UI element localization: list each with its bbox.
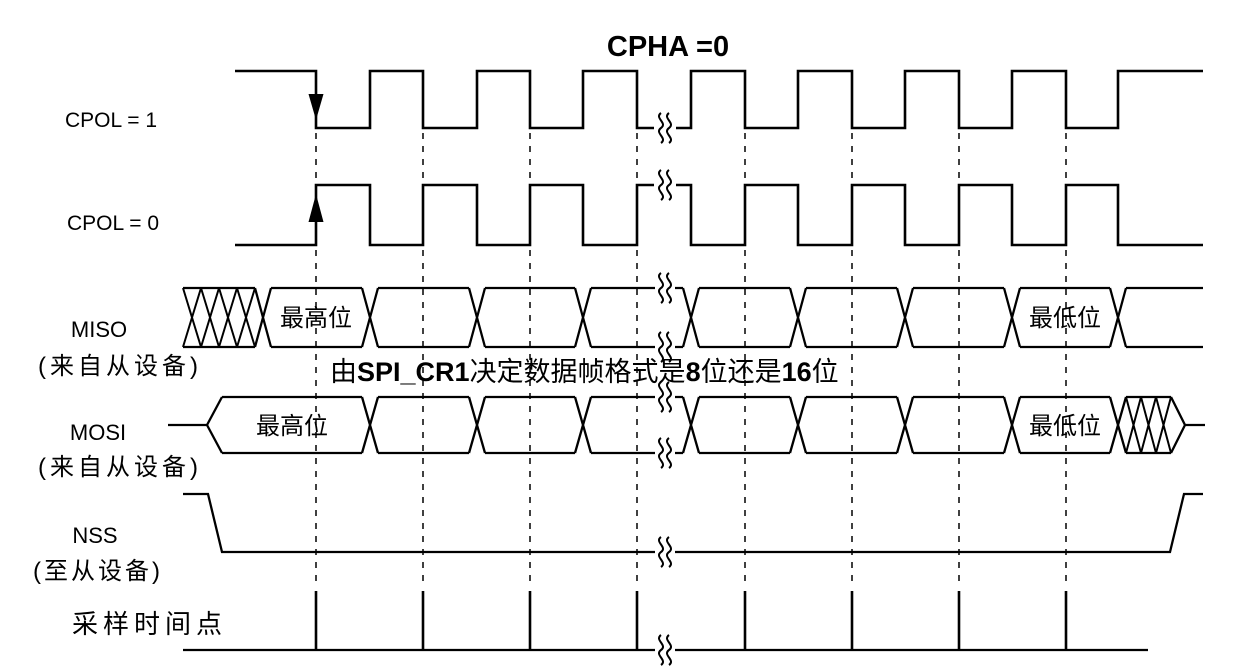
break-mark-icon (658, 437, 664, 469)
mosi-end-converge (1169, 396, 1205, 454)
cpol0-clock (235, 183, 1203, 247)
nss-label: NSS (72, 523, 117, 548)
up-arrow-icon (308, 194, 324, 222)
break-mark-icon (658, 112, 664, 144)
nss-line-group (183, 492, 1203, 554)
miso-bus (182, 286, 1203, 349)
break-mark-icon (658, 634, 664, 666)
diagram-title: CPHA =0 (607, 31, 729, 63)
nss-sublabel: (至从设备) (33, 558, 163, 585)
break-mark-icon (666, 381, 672, 413)
cpol1-clock (235, 69, 1203, 130)
mosi-lead-line (168, 396, 224, 454)
down-arrow-icon (308, 94, 324, 120)
caption-part: 决定数据帧格式是 (470, 357, 686, 387)
mosi-sublabel: (来自从设备) (38, 454, 202, 481)
break-mark-icon (666, 331, 672, 363)
mosi-label: MOSI (70, 420, 126, 445)
break-marks (654, 112, 676, 666)
miso-sublabel: (来自从设备) (38, 353, 202, 380)
break-mark-icon (666, 272, 672, 304)
caption-part-bold: SPI_CR1 (357, 357, 470, 387)
cpol0-waveform-line (235, 183, 1203, 247)
break-gap (654, 113, 676, 143)
mosi-lsb-cell-label: 最低位 (1029, 413, 1101, 440)
break-mark-icon (658, 381, 664, 413)
break-mark-icon (666, 634, 672, 666)
caption-part-bold: 8 (686, 357, 701, 387)
labels: CPHA =0 CPOL = 1 CPOL = 0 MISO (来自从设备) M… (33, 31, 1101, 639)
break-gap (654, 170, 676, 200)
sample-time-row (183, 591, 1148, 652)
nss-waveform-line (183, 492, 1203, 554)
break-mark-icon (658, 331, 664, 363)
break-mark-icon (666, 169, 672, 201)
cpol0-label: CPOL = 0 (67, 212, 159, 235)
caption-part: 位 (812, 357, 839, 387)
sample-time-label: 采样时间点 (72, 609, 227, 639)
cpol1-waveform-line (235, 69, 1203, 130)
miso-lsb-cell-label: 最低位 (1029, 305, 1101, 332)
break-mark-icon (658, 169, 664, 201)
mosi-bus (168, 395, 1205, 455)
mosi-bus-rails (222, 395, 1171, 455)
miso-bit-transitions (253, 287, 1128, 348)
mosi-bit-transitions (360, 396, 1128, 454)
frame-format-caption: 由SPI_CR1决定数据帧格式是8位还是16位 (330, 357, 839, 387)
mosi-msb-cell-label: 最高位 (256, 413, 328, 440)
miso-undefined-hatch (182, 287, 256, 348)
break-mark-icon (666, 536, 672, 568)
mosi-undefined-hatch (1125, 396, 1172, 454)
caption-part-bold: 16 (782, 357, 812, 387)
break-mark-icon (658, 536, 664, 568)
break-mark-icon (666, 112, 672, 144)
cpol1-label: CPOL = 1 (65, 109, 157, 132)
caption-part: 由 (330, 357, 357, 387)
miso-label: MISO (71, 317, 127, 342)
caption-part: 位还是 (701, 357, 782, 387)
break-mark-icon (658, 272, 664, 304)
sample-gridlines (315, 133, 1067, 588)
miso-msb-cell-label: 最高位 (280, 305, 352, 332)
break-mark-icon (666, 437, 672, 469)
